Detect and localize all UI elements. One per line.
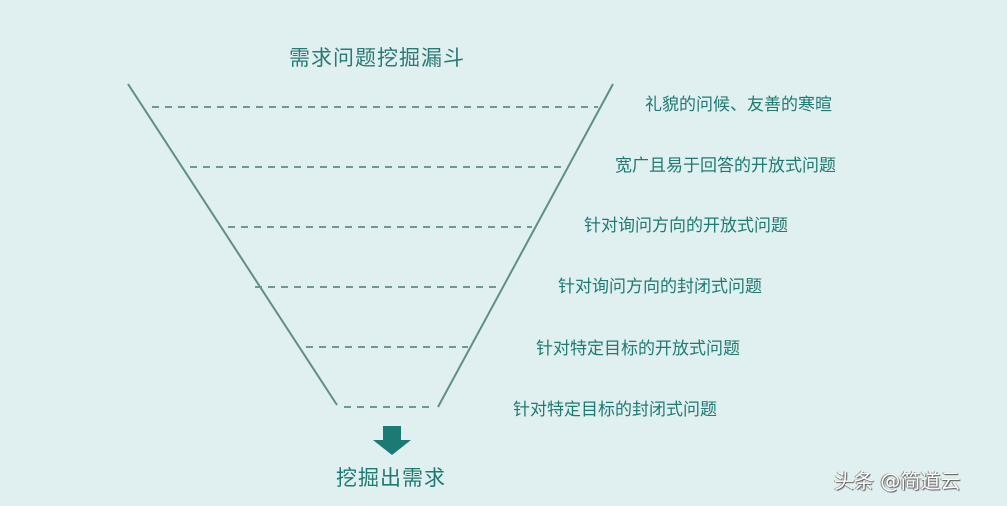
watermark: 头条 @简道云 xyxy=(834,469,961,493)
down-arrow-icon xyxy=(373,426,411,455)
stage-label: 针对询问方向的封闭式问题 xyxy=(558,277,762,297)
funnel-left-edge xyxy=(127,83,338,406)
funnel-right-edge xyxy=(437,83,614,408)
stage-label: 针对特定目标的封闭式问题 xyxy=(513,400,717,420)
stage-label: 针对特定目标的开放式问题 xyxy=(536,339,740,359)
stage-label: 针对询问方向的开放式问题 xyxy=(584,216,788,236)
stage-label: 礼貌的问候、友善的寒暄 xyxy=(645,95,832,115)
stage-label: 宽广且易于回答的开放式问题 xyxy=(615,156,836,176)
outcome-label: 挖掘出需求 xyxy=(336,466,446,490)
diagram-title: 需求问题挖掘漏斗 xyxy=(289,46,465,70)
